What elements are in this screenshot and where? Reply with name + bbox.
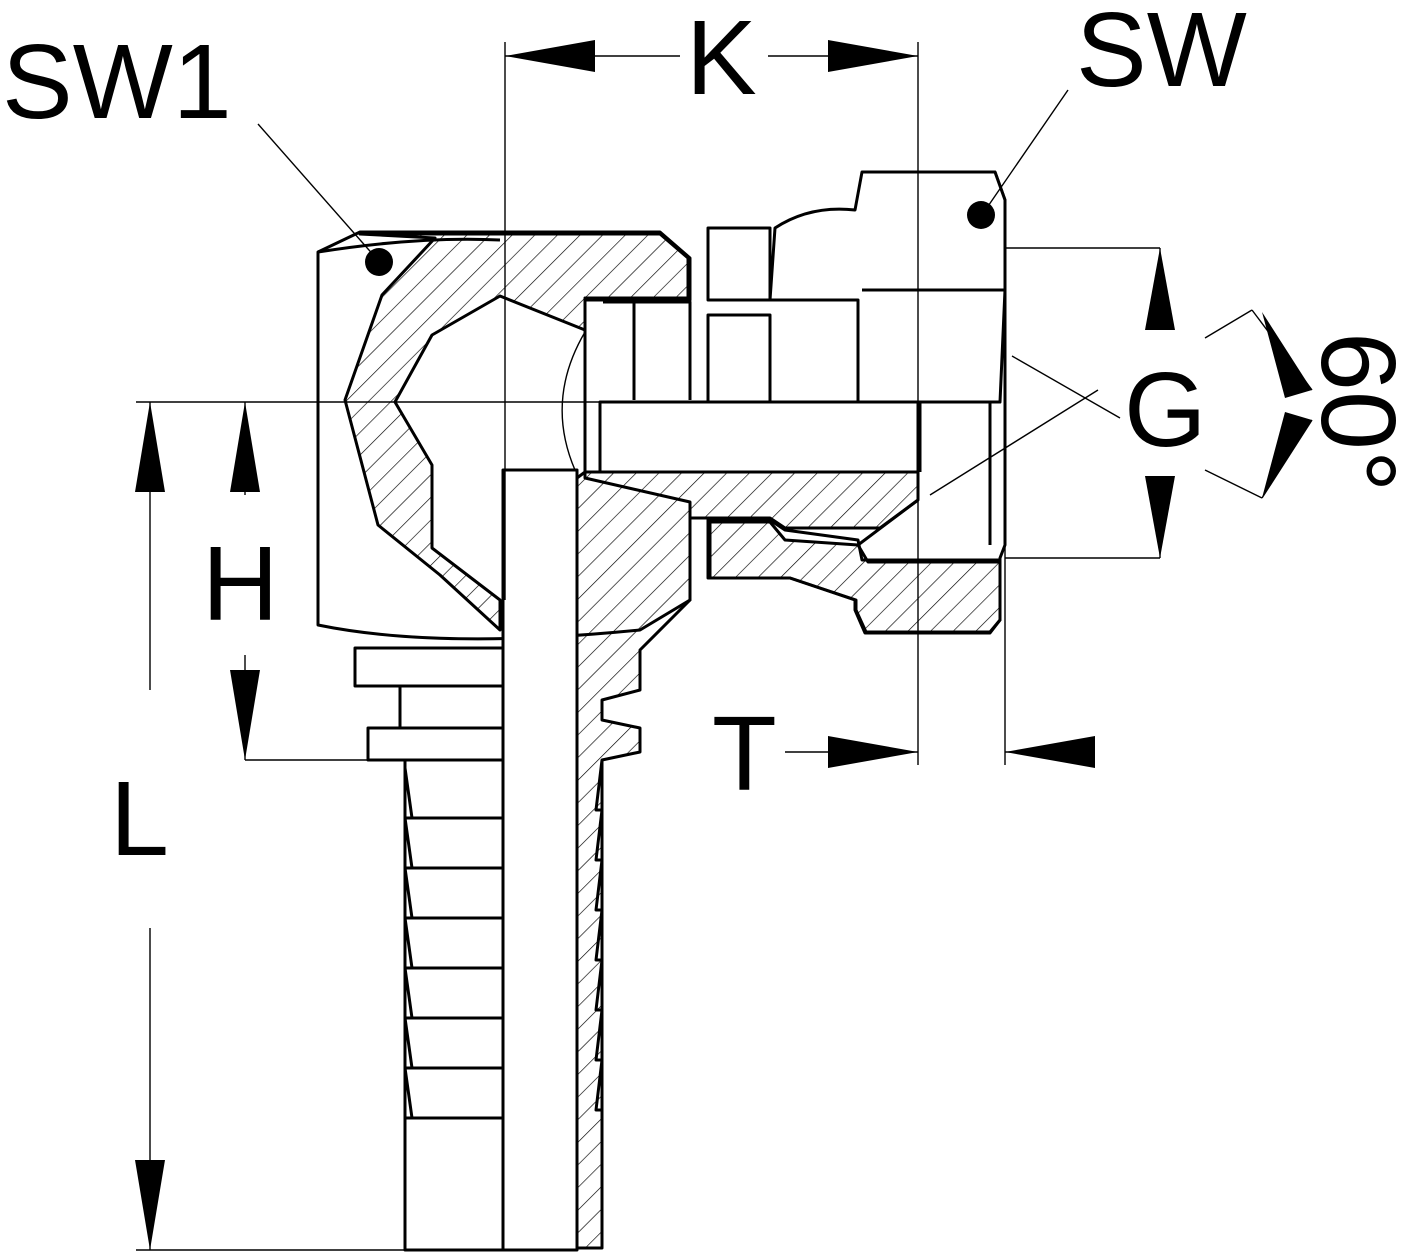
g-arrow-top [1145, 248, 1175, 330]
label-h: H [202, 525, 279, 643]
stem-body [501, 226, 920, 1252]
union-nut-sw [706, 170, 1007, 635]
sw-leader-dot [967, 201, 995, 229]
angle-arrow-top [1262, 312, 1312, 398]
l-arrow-bottom [135, 1160, 165, 1250]
k-arrow-left [505, 40, 595, 72]
label-l: L [110, 760, 169, 878]
t-arrow-right [1005, 736, 1095, 768]
h-arrow-top [230, 402, 260, 492]
label-t: T [712, 695, 777, 813]
label-g: G [1124, 351, 1206, 469]
label-angle: 60° [1299, 332, 1416, 492]
label-sw: SW [1076, 0, 1247, 109]
label-k: K [686, 0, 757, 117]
k-arrow-right [828, 40, 918, 72]
g-arrow-bottom [1145, 476, 1175, 558]
l-arrow-top [135, 402, 165, 492]
hose-collar [353, 646, 604, 1252]
h-arrow-bottom [230, 670, 260, 760]
sw1-leader-dot [365, 248, 393, 276]
angle-arrow-bottom [1262, 412, 1312, 498]
t-arrow-left [828, 736, 918, 768]
dimension-lines [135, 40, 1313, 1251]
label-sw1: SW1 [2, 23, 232, 141]
